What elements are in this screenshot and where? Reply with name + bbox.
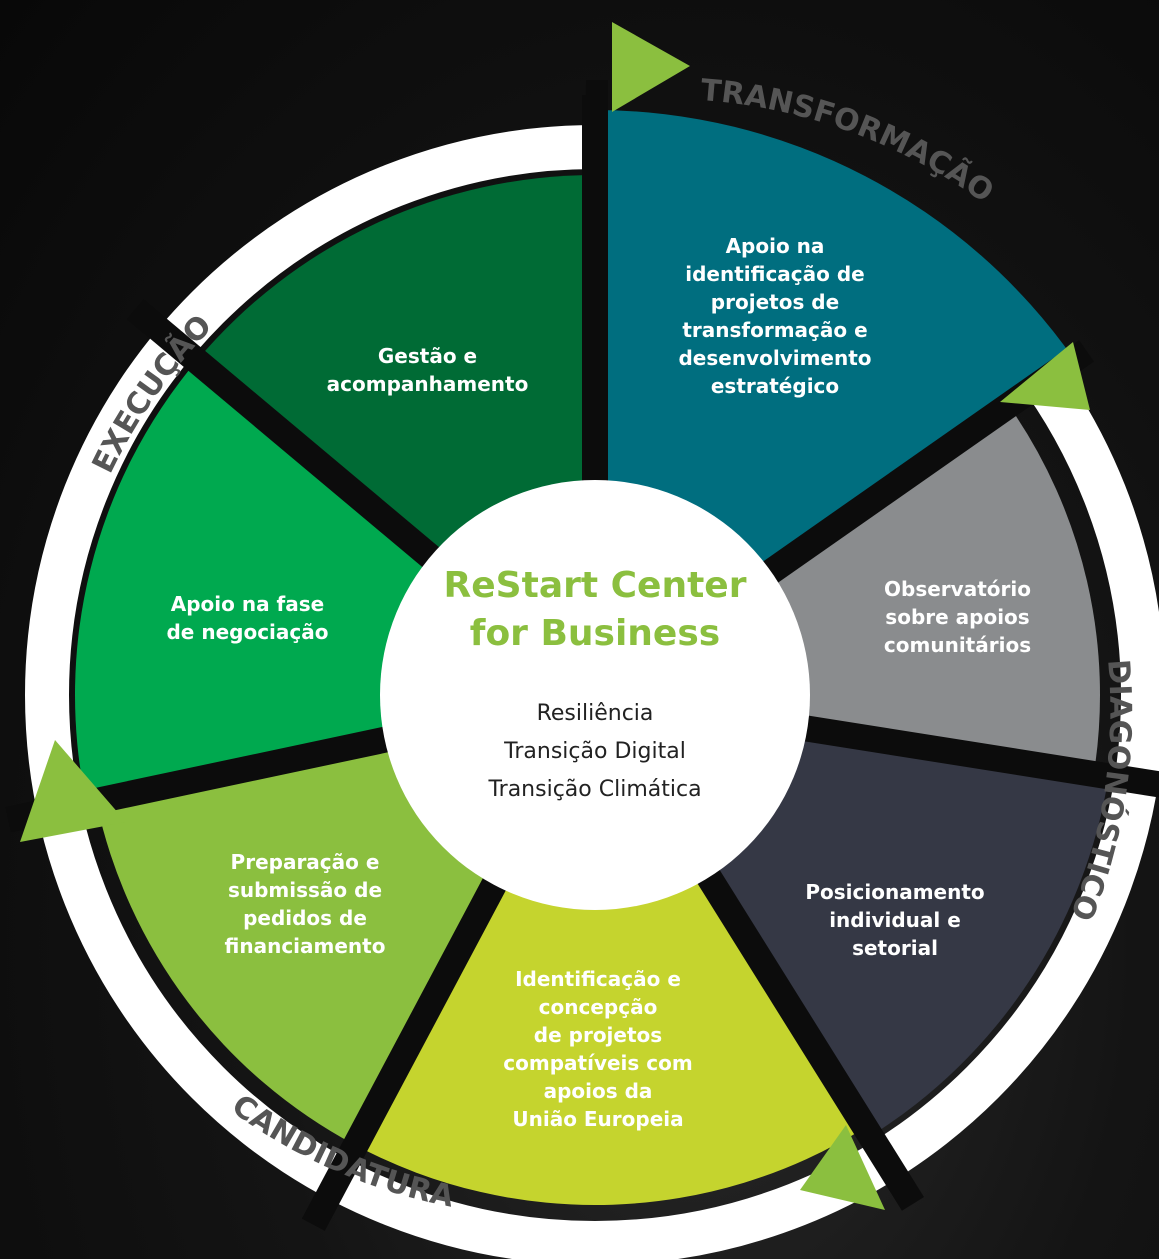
arrow-execucao xyxy=(20,740,126,842)
center-title: ReStart Center for Business xyxy=(440,562,750,658)
seg-line: compatíveis com xyxy=(503,1051,693,1075)
center-item: Transição Climática xyxy=(488,777,702,802)
seg-line: Observatório xyxy=(884,577,1031,601)
seg-line: submissão de xyxy=(227,878,383,902)
seg-line: de projetos xyxy=(533,1023,663,1047)
seg-line: Apoio na fase xyxy=(170,592,325,616)
seg-line: União Europeia xyxy=(512,1107,684,1131)
segment-label-preparacao: Preparação e submissão de pedidos de fin… xyxy=(200,848,410,960)
segments-group xyxy=(75,110,1109,1205)
seg-line: Posicionamento xyxy=(805,880,985,904)
center-subtitle-list: Resiliência Transição Digital Transição … xyxy=(440,695,750,809)
seg-line: apoios da xyxy=(543,1079,653,1103)
seg-line: Gestão e xyxy=(377,344,478,368)
center-item: Resiliência xyxy=(536,701,654,726)
seg-line: projetos de xyxy=(710,290,840,314)
seg-line: identificação de xyxy=(685,262,865,286)
seg-line: individual e xyxy=(829,908,961,932)
seg-line: estratégico xyxy=(710,374,840,398)
center-title-line: ReStart Center xyxy=(443,565,747,606)
segment-label-transformacao: Apoio na identificação de projetos de tr… xyxy=(640,232,910,400)
seg-line: Preparação e xyxy=(230,850,380,874)
segment-label-identificacao: Identificação e concepção de projetos co… xyxy=(478,965,718,1133)
seg-line: financiamento xyxy=(224,934,386,958)
seg-line: de negociação xyxy=(166,620,329,644)
segment-label-gestao: Gestão e acompanhamento xyxy=(305,342,550,398)
seg-line: sobre apoios xyxy=(885,605,1030,629)
arrow-diagnostico xyxy=(1000,342,1090,410)
segment-label-observatorio: Observatório sobre apoios comunitários xyxy=(845,575,1070,659)
seg-line: transformação e xyxy=(682,318,868,342)
center-circle xyxy=(380,480,810,910)
seg-line: setorial xyxy=(852,936,938,960)
seg-line: concepção xyxy=(538,995,658,1019)
seg-line: Apoio na xyxy=(725,234,825,258)
arrow-transformacao xyxy=(612,22,690,112)
seg-line: Identificação e xyxy=(515,967,681,991)
arrow-candidatura xyxy=(800,1125,885,1210)
seg-line: acompanhamento xyxy=(326,372,529,396)
center-title-line: for Business xyxy=(469,613,721,654)
seg-line: desenvolvimento xyxy=(678,346,872,370)
segment-identificacao xyxy=(355,695,866,1205)
seg-line: comunitários xyxy=(883,633,1032,657)
seg-line: pedidos de xyxy=(243,906,367,930)
center-item: Transição Digital xyxy=(504,739,686,764)
segment-label-negociacao: Apoio na fase de negociação xyxy=(140,590,355,646)
segment-label-posicionamento: Posicionamento individual e setorial xyxy=(770,878,1020,962)
